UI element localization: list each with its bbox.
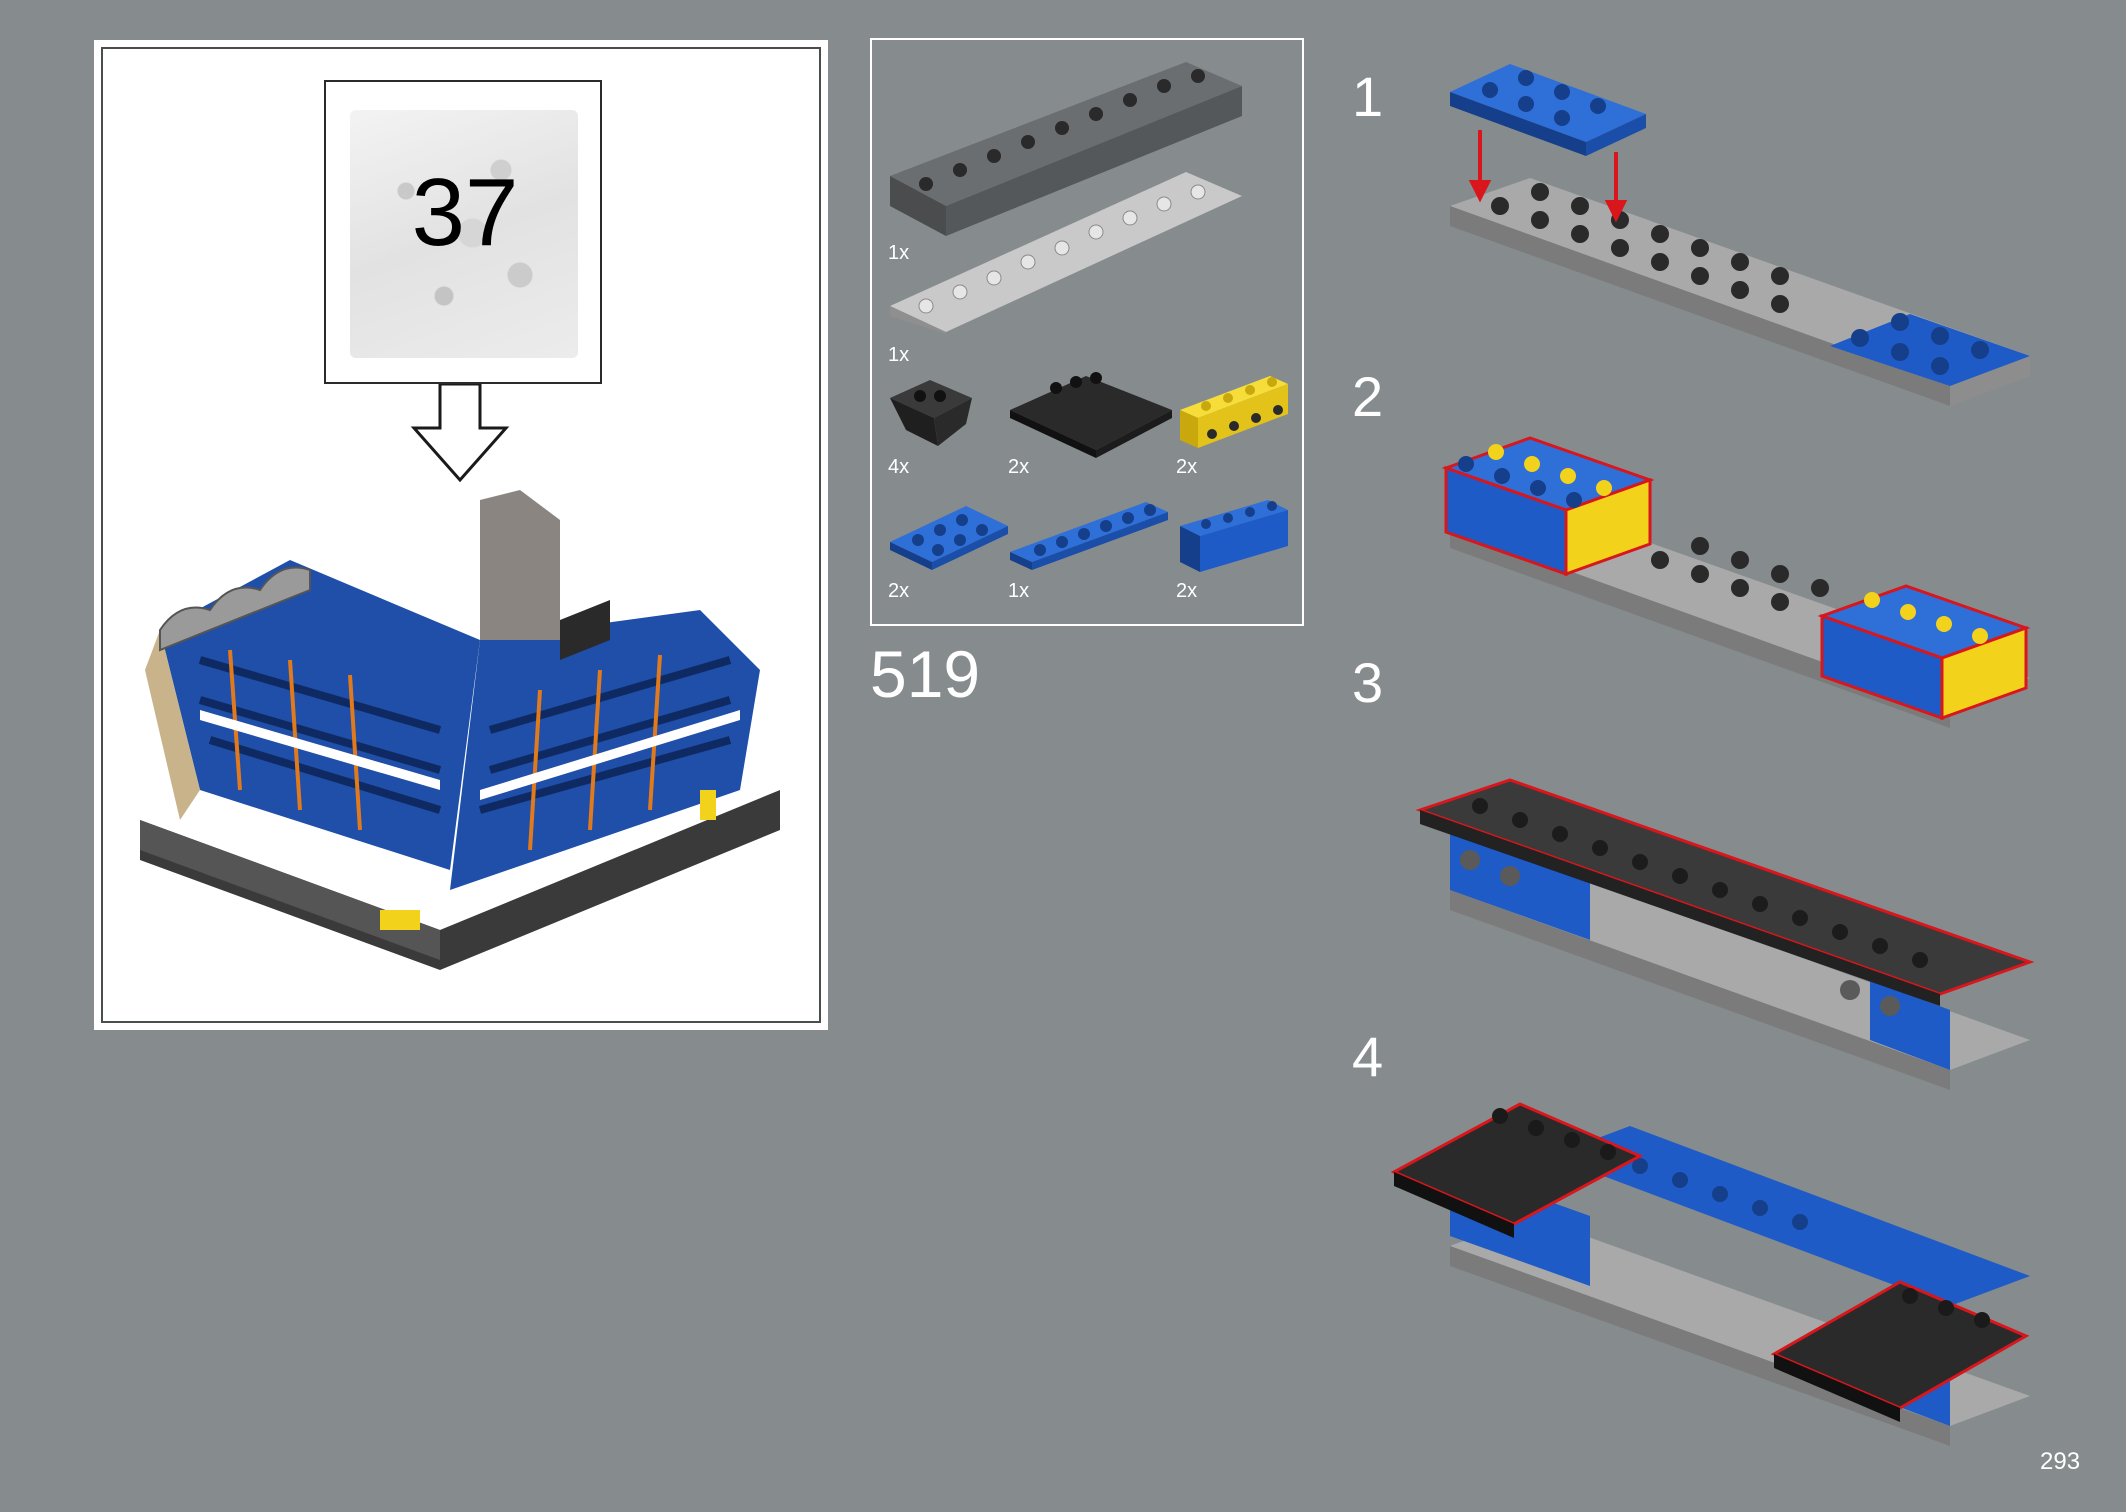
parts-list-box <box>870 38 1304 626</box>
substep-2-number: 2 <box>1352 365 1384 428</box>
plate-2x4-blue-icon <box>890 506 1008 570</box>
technic-brick-1x16-dark-icon <box>890 62 1242 236</box>
page-number: 293 <box>2040 1448 2081 1475</box>
part-7-qty: 1x <box>1008 580 1030 602</box>
part-5-qty: 2x <box>1176 456 1198 478</box>
plate-1x6-blue-icon <box>1010 502 1168 570</box>
down-arrow-icon <box>410 384 510 483</box>
bag-contents-image <box>368 128 558 338</box>
substep-3-illustration <box>1415 778 2035 1090</box>
stadium-model-image <box>140 490 780 970</box>
substep-1-number: 1 <box>1352 65 1384 128</box>
tile-4x4-dark-icon <box>1010 372 1172 458</box>
plate-2x16-light-gray-icon <box>890 172 1242 334</box>
brick-1x4-blue-icon <box>1180 500 1288 572</box>
slope-inverted-2x2-icon <box>890 380 972 446</box>
part-1-qty: 1x <box>888 242 910 264</box>
substep-3-number: 3 <box>1352 651 1384 714</box>
part-6-qty: 2x <box>888 580 910 602</box>
substep-2-illustration <box>1441 436 2031 728</box>
bag-box: 37 <box>324 80 602 384</box>
substep-1-illustration <box>1450 64 2030 406</box>
main-step-number: 519 <box>870 637 981 711</box>
substep-4-illustration <box>1390 1102 2030 1446</box>
part-4-qty: 2x <box>1008 456 1030 478</box>
part-8-qty: 2x <box>1176 580 1198 602</box>
technic-brick-1x4-yellow-icon <box>1180 376 1288 448</box>
part-2-qty: 1x <box>888 344 910 366</box>
substep-4-number: 4 <box>1352 1025 1384 1088</box>
bag-number: 37 <box>411 159 519 266</box>
parts-bag-image <box>350 110 578 358</box>
part-3-qty: 4x <box>888 456 910 478</box>
